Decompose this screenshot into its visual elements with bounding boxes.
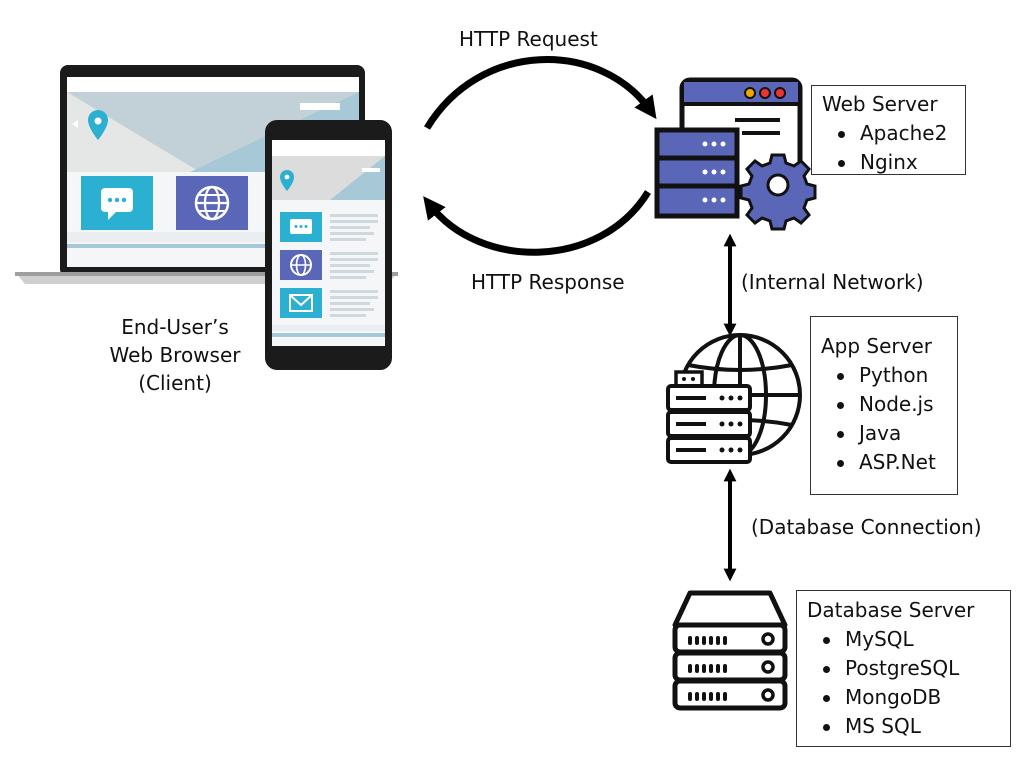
list-item: Java bbox=[837, 419, 947, 448]
client-label-line-3: (Client) bbox=[138, 371, 212, 395]
http-request-label: HTTP Request bbox=[459, 27, 598, 51]
list-item: Apache2 bbox=[838, 119, 955, 148]
http-response-label: HTTP Response bbox=[471, 270, 625, 294]
gear-icon bbox=[739, 153, 817, 231]
app-server-icon bbox=[666, 333, 802, 464]
database-server-list: MySQL PostgreSQL MongoDB MS SQL bbox=[807, 625, 1000, 741]
list-item: ASP.Net bbox=[837, 448, 947, 477]
database-server-title: Database Server bbox=[807, 598, 975, 622]
database-connection-label: (Database Connection) bbox=[751, 515, 982, 539]
app-server-list: Python Node.js Java ASP.Net bbox=[821, 361, 947, 477]
list-item: MongoDB bbox=[823, 683, 1000, 712]
web-server-title: Web Server bbox=[822, 92, 938, 116]
app-server-title: App Server bbox=[821, 334, 933, 358]
internal-network-label: (Internal Network) bbox=[741, 270, 924, 294]
web-server-list: Apache2 Nginx bbox=[822, 119, 955, 177]
database-server-icon bbox=[672, 590, 788, 711]
list-item: Nginx bbox=[838, 148, 955, 177]
list-item: Node.js bbox=[837, 390, 947, 419]
database-server-box: Database Server MySQL PostgreSQL MongoDB… bbox=[796, 590, 1011, 747]
http-request-arrow bbox=[424, 56, 657, 130]
client-label-line-2: Web Browser bbox=[109, 343, 241, 367]
web-server-box: Web Server Apache2 Nginx bbox=[811, 85, 966, 175]
phone-icon bbox=[265, 120, 392, 370]
list-item: MySQL bbox=[823, 625, 1000, 654]
client-label: End-User’s Web Browser (Client) bbox=[90, 313, 260, 397]
list-item: PostgreSQL bbox=[823, 654, 1000, 683]
list-item: MS SQL bbox=[823, 712, 1000, 741]
http-response-arrow bbox=[423, 190, 651, 256]
list-item: Python bbox=[837, 361, 947, 390]
client-label-line-1: End-User’s bbox=[121, 315, 229, 339]
app-server-box: App Server Python Node.js Java ASP.Net bbox=[810, 316, 958, 495]
